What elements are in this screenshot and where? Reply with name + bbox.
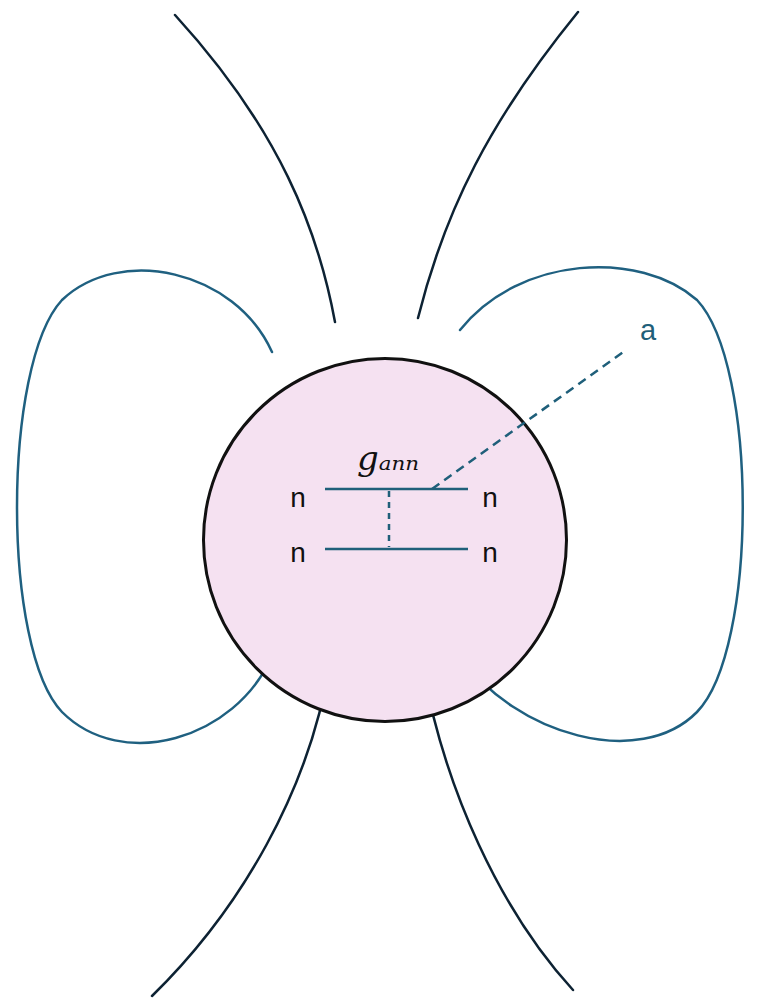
neutron-label: n [482, 484, 498, 512]
star-disc [204, 359, 567, 722]
axion-label: a [640, 316, 656, 345]
field-line [175, 15, 335, 322]
neutron-label: n [290, 484, 306, 512]
neutron-line [325, 488, 468, 491]
neutron-line [325, 548, 468, 551]
neutron-label: n [290, 539, 306, 567]
field-line [152, 662, 330, 996]
axion-line [432, 350, 626, 489]
field-line [423, 668, 573, 990]
star-outline [202, 357, 568, 723]
neutron-star: gₐₙₙnnnn [202, 357, 568, 723]
exchange-line [388, 491, 391, 547]
neutron-label: n [482, 539, 498, 567]
coupling-label: gₐₙₙ [357, 441, 419, 475]
